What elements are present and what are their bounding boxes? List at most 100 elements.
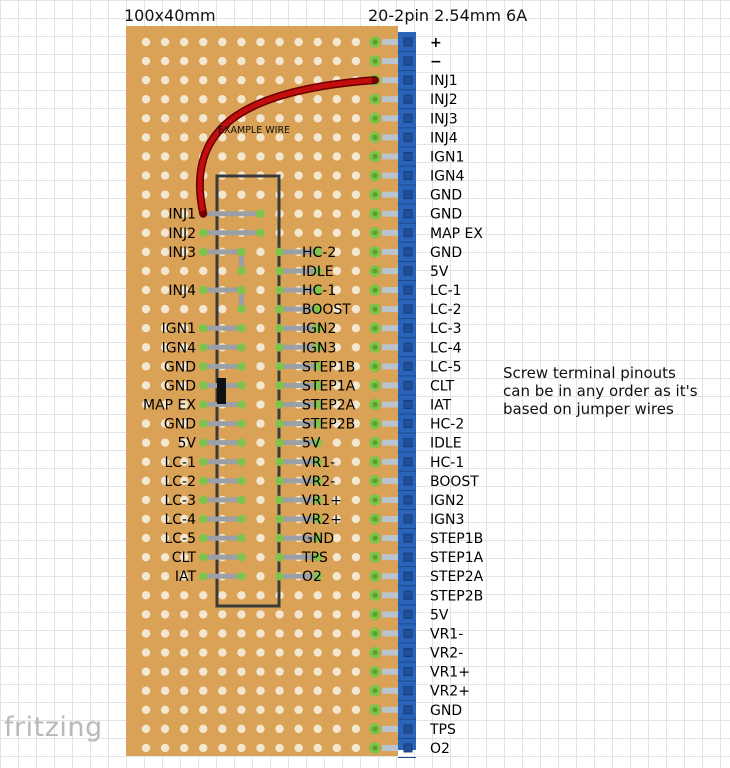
terminal-pad-hole	[372, 554, 378, 560]
hole	[160, 114, 170, 123]
hole	[179, 95, 189, 104]
hole	[332, 743, 341, 753]
hole	[141, 362, 151, 371]
jumper-end	[313, 285, 323, 295]
terminal-pin	[382, 191, 398, 198]
hole	[199, 591, 208, 600]
terminal-screw	[403, 228, 413, 238]
terminal-pad-hole	[372, 382, 378, 389]
hole	[160, 686, 170, 695]
component-block	[217, 378, 226, 404]
jumper-end	[256, 228, 265, 238]
hole	[256, 610, 265, 619]
hole	[237, 629, 246, 638]
pinout-note: Screw terminal pinouts can be in any ord…	[503, 364, 723, 418]
jumper-end	[198, 381, 208, 390]
hole	[294, 171, 303, 180]
hole	[141, 324, 151, 333]
terminal-screw	[403, 361, 413, 371]
jumper-end	[237, 381, 246, 390]
terminal-screw	[403, 438, 413, 448]
hole	[275, 724, 284, 734]
right-pin-label: HC-2	[302, 245, 336, 261]
terminal-pin	[382, 744, 398, 751]
hole	[351, 285, 361, 295]
hole	[141, 552, 151, 562]
terminal-pin	[382, 668, 398, 675]
terminal-screw	[403, 667, 413, 677]
hole	[351, 419, 361, 428]
hole	[160, 591, 170, 600]
jumper-end	[198, 400, 208, 409]
jumper-end	[313, 495, 323, 505]
jumper-end	[275, 514, 284, 524]
hole	[256, 476, 265, 486]
left-pin-label: IAT	[175, 569, 197, 585]
hole	[294, 686, 303, 695]
hole	[218, 95, 227, 104]
example-wire-end	[199, 210, 207, 218]
jumper-end	[198, 419, 208, 428]
hole	[141, 667, 151, 676]
hole	[313, 95, 322, 104]
hole	[199, 667, 208, 676]
jumper-end	[313, 381, 323, 390]
hole	[256, 400, 265, 409]
terminal-pad-hole	[372, 344, 378, 350]
terminal-screw	[403, 323, 413, 333]
hole	[218, 610, 227, 619]
note-line-1: Screw terminal pinouts	[503, 364, 676, 382]
jumper-end	[313, 247, 323, 257]
terminal-pad-hole	[372, 249, 378, 255]
hole	[237, 95, 246, 104]
hole	[199, 266, 208, 276]
hole	[313, 591, 322, 600]
hole	[141, 457, 151, 466]
jumper-end	[275, 533, 284, 543]
terminal-label: IAT	[430, 398, 452, 414]
hole	[179, 381, 189, 390]
hole	[332, 591, 341, 600]
left-pin-label: INJ4	[168, 283, 196, 299]
hole	[294, 629, 303, 638]
terminal-pin	[382, 706, 398, 713]
hole	[351, 133, 361, 142]
terminal-screw	[403, 609, 413, 619]
terminal-label: IGN3	[430, 512, 464, 528]
hole	[332, 266, 341, 276]
left-pin-label: INJ3	[168, 245, 196, 261]
hole	[160, 705, 170, 714]
hole	[256, 381, 265, 390]
terminal-pad-hole	[372, 134, 378, 140]
hole	[256, 629, 265, 638]
hole	[141, 514, 151, 524]
hole	[141, 400, 151, 409]
hole	[332, 495, 341, 505]
jumper-end	[237, 476, 246, 486]
terminal-pin	[382, 458, 398, 465]
hole	[256, 114, 265, 123]
terminal-pad-hole	[372, 153, 378, 160]
terminal-label: HC-1	[430, 455, 464, 471]
terminal-pad-hole	[372, 707, 378, 713]
terminal-pin	[382, 611, 398, 618]
hole	[332, 324, 341, 333]
hole	[179, 552, 189, 562]
terminal-pin	[382, 115, 398, 122]
right-pin-label: VR1-	[302, 455, 335, 471]
left-pin-label: 5V	[178, 436, 197, 452]
hole	[351, 152, 361, 161]
hole	[351, 171, 361, 180]
terminal-pad-hole	[372, 325, 378, 331]
left-pin-label: LC-4	[164, 512, 196, 528]
terminal-screw	[403, 533, 413, 543]
terminal-label: LC-2	[430, 302, 462, 318]
hole	[179, 686, 189, 695]
left-pin-label: IGN1	[162, 321, 196, 337]
hole	[256, 705, 265, 714]
right-pin-label: STEP2A	[302, 398, 356, 414]
terminal-label: IGN1	[430, 149, 464, 165]
terminal-label: 5V	[430, 264, 449, 280]
jumper-end	[275, 323, 284, 333]
